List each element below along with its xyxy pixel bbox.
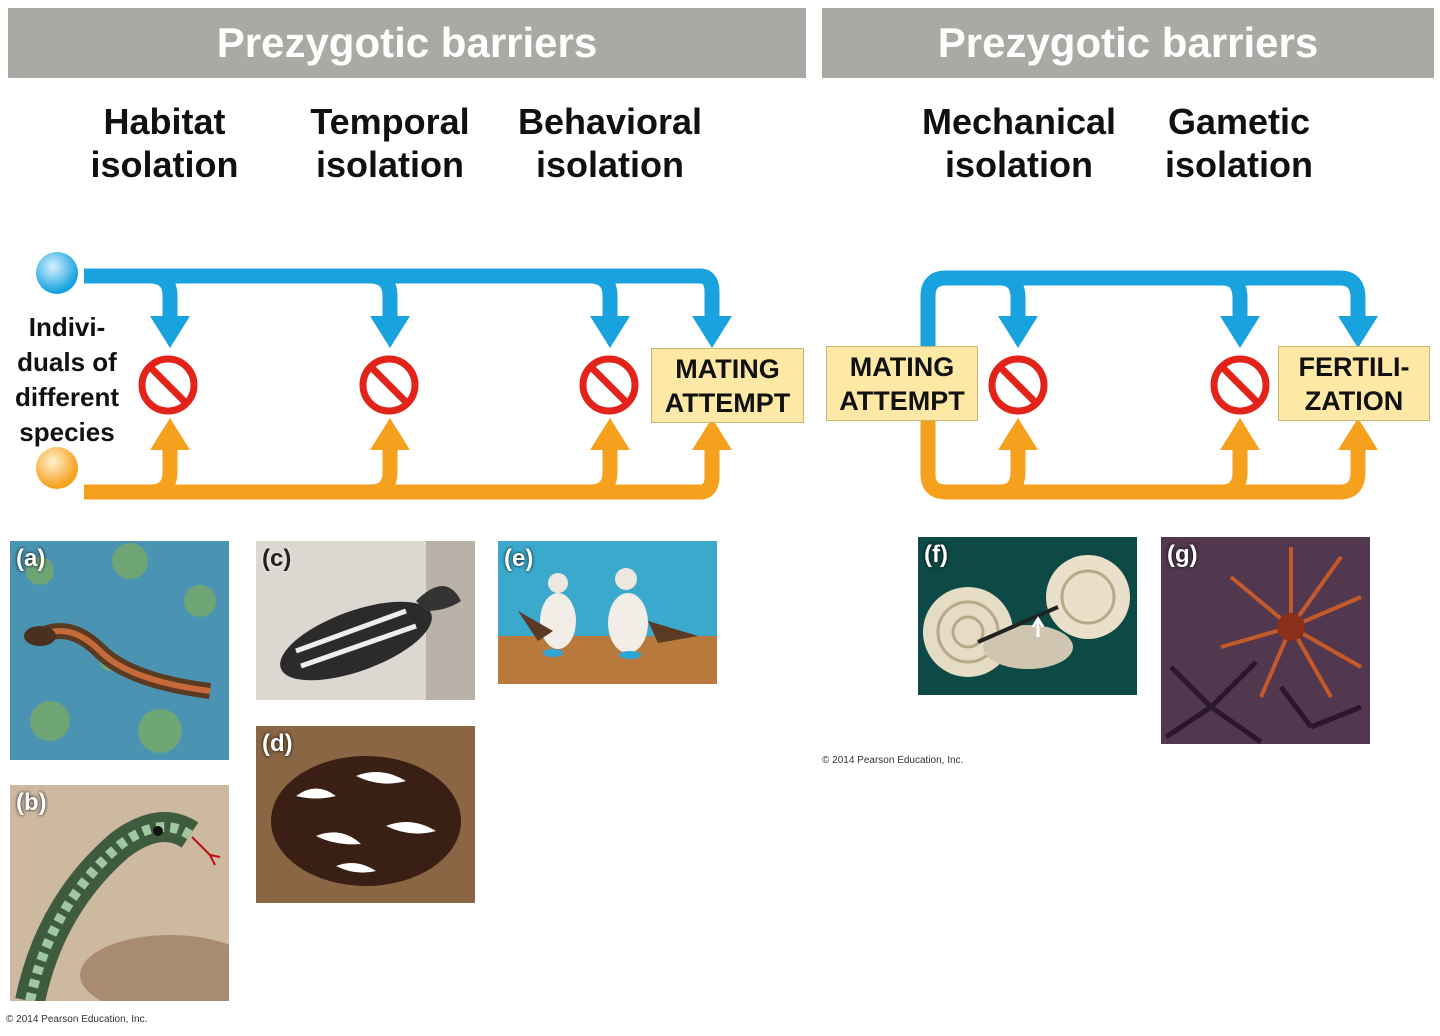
photo-f-label: (f): [924, 541, 948, 568]
orange-path-left: [84, 446, 720, 500]
species-label: Indivi- duals of different species: [15, 312, 119, 447]
photo-d-label: (d): [262, 730, 293, 757]
orange-arrowheads-left: [150, 418, 732, 450]
barrier-icon-behavioral: [579, 355, 639, 415]
photo-e-label: (e): [504, 545, 534, 572]
photo-g-sea-urchins: (g): [1161, 537, 1370, 744]
photo-e-blue-footed-boobies: (e): [498, 541, 717, 684]
fertilization-box: FERTILI-ZATION: [1278, 346, 1430, 421]
photo-d-spotted-skunk: (d): [256, 726, 475, 903]
heading-behavioral-isolation: Behavioral isolation: [517, 101, 703, 185]
photo-a-water-snake: (a): [10, 541, 229, 760]
orange-arrowheads-right: [998, 418, 1378, 450]
blue-path-right: [920, 270, 1366, 346]
flow-diagram: [36, 252, 1378, 500]
heading-habitat-isolation: Habitat isolation: [90, 101, 239, 185]
barrier-icon-habitat: [138, 355, 198, 415]
credit-left: © 2014 Pearson Education, Inc.: [6, 1014, 148, 1025]
photo-a-label: (a): [16, 545, 46, 572]
orange-species-circle: [36, 447, 78, 489]
photo-c-eastern-skunk: (c): [256, 541, 475, 700]
photo-g-label: (g): [1167, 541, 1198, 568]
photo-b-garter-snake: (b): [10, 785, 229, 1001]
blue-arrowheads-left: [150, 316, 732, 348]
banner-left: Prezygotic barriers: [8, 8, 806, 78]
heading-mechanical-isolation: Mechanical isolation: [921, 101, 1117, 185]
barrier-icon-temporal: [359, 355, 419, 415]
banner-left-text: Prezygotic barriers: [216, 19, 598, 66]
photo-f-snails: (f): [918, 537, 1137, 695]
banner-right: Prezygotic barriers: [822, 8, 1434, 78]
banner-right-text: Prezygotic barriers: [937, 19, 1319, 66]
photo-c-label: (c): [262, 545, 292, 572]
photo-b-label: (b): [16, 789, 47, 816]
heading-temporal-isolation: Temporal isolation: [310, 101, 470, 185]
blue-species-circle: [36, 252, 78, 294]
barrier-icon-gametic: [1210, 355, 1270, 415]
heading-gametic-isolation: Gametic isolation: [1164, 101, 1313, 185]
barrier-icon-mechanical: [988, 355, 1048, 415]
credit-right: © 2014 Pearson Education, Inc.: [822, 755, 964, 766]
orange-path-right: [920, 420, 1366, 500]
blue-path-left: [84, 268, 720, 320]
blue-arrowheads-right: [998, 316, 1378, 348]
